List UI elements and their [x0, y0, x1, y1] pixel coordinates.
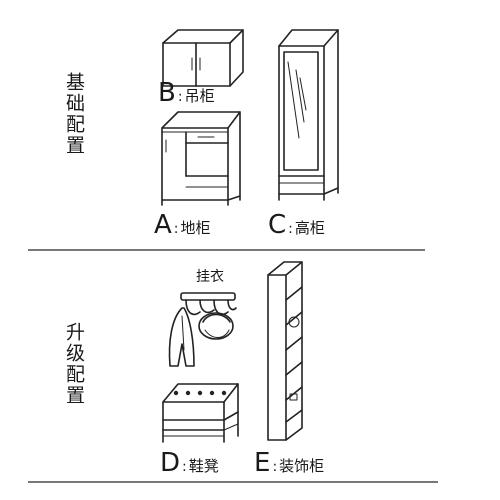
shoe-bench-drawing — [162, 383, 239, 443]
caption-name-wall-cabinet: 吊柜 — [184, 87, 215, 105]
caption-wall-cabinet: B:吊柜 — [158, 78, 215, 108]
coat-rack-drawing — [168, 292, 237, 367]
caption-letter-b: B — [158, 78, 176, 108]
caption-letter-e: E — [254, 448, 271, 478]
decorative-shelf-drawing — [267, 261, 303, 441]
caption-letter-c: C — [268, 210, 287, 240]
section-title-upgrade: 升级配置 — [63, 322, 85, 406]
caption-name-floor-cabinet: 地柜 — [180, 219, 211, 237]
wall-cabinet-drawing — [162, 29, 244, 87]
section-divider-middle — [28, 249, 425, 251]
caption-letter-a: A — [154, 210, 172, 240]
caption-shoe-bench: D:鞋凳 — [160, 448, 219, 478]
section-title-basic: 基础配置 — [63, 72, 85, 156]
caption-decorative-shelf: E:装饰柜 — [254, 448, 325, 478]
caption-name-decorative-shelf: 装饰柜 — [279, 457, 325, 475]
section-divider-bottom — [28, 481, 438, 483]
caption-tall-cabinet: C:高柜 — [268, 210, 325, 240]
caption-name-shoe-bench: 鞋凳 — [188, 457, 219, 475]
caption-floor-cabinet: A:地柜 — [154, 210, 211, 240]
floor-cabinet-drawing — [161, 111, 241, 206]
caption-letter-d: D — [160, 448, 181, 478]
coat-hook-label: 挂衣 — [196, 269, 224, 285]
tall-cabinet-drawing — [278, 29, 339, 201]
caption-name-tall-cabinet: 高柜 — [294, 219, 325, 237]
